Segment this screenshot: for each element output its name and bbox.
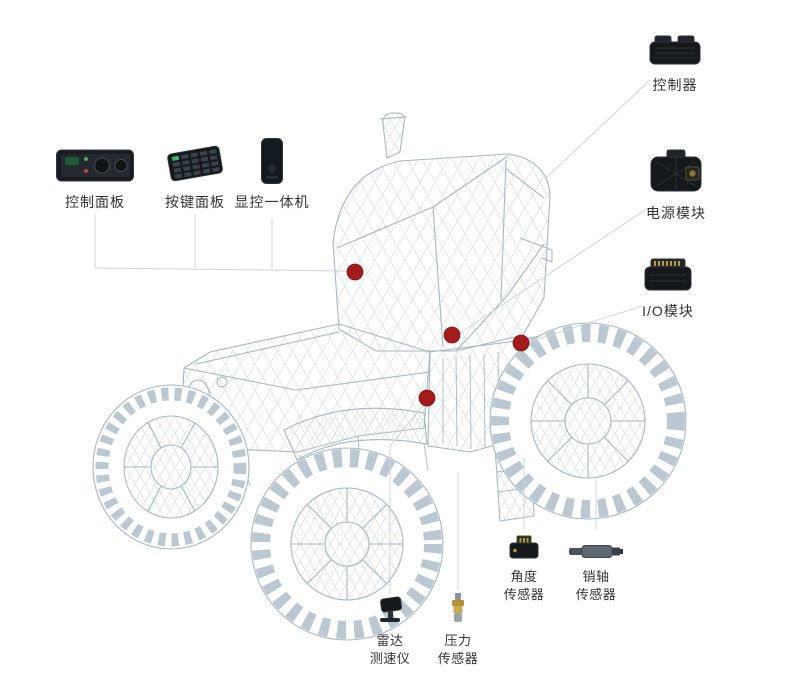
hotspot-front-body: [443, 326, 461, 344]
leader-line-power-module: [459, 207, 649, 334]
controller-module-icon: [649, 35, 701, 65]
component-label-pin-sensor: 销轴 传感器: [575, 569, 617, 602]
leader-line-io-module: [528, 305, 643, 343]
keypad-panel-icon: [167, 145, 223, 182]
exhaust-stack: [382, 112, 405, 159]
component-io-module: I/O模块: [623, 250, 713, 320]
tractor-wheels: [92, 322, 687, 641]
component-label-radar-speedometer: 雷达 测速仪: [369, 633, 411, 666]
hotspot-lower-body: [418, 389, 436, 407]
display-unit-icon: [261, 138, 283, 184]
front-left-wheel: [92, 384, 250, 550]
component-label-pressure-sensor: 压力 传感器: [437, 633, 479, 666]
component-label-keypad-panel: 按键面板: [165, 194, 225, 210]
component-keypad-panel: 按键面板: [150, 139, 240, 211]
leader-line-control-panel: [94, 214, 348, 272]
component-label-io-module: I/O模块: [642, 303, 694, 319]
pin-shaft-sensor-icon: [569, 545, 623, 558]
rear-right-wheel: [489, 322, 687, 520]
component-controller: 控制器: [630, 28, 720, 94]
hotspot-markers: [346, 263, 530, 407]
component-label-display-unit: 显控一体机: [234, 194, 310, 210]
leader-lines: [94, 79, 651, 594]
mirror: [519, 237, 553, 263]
component-display-unit: 显控一体机: [230, 134, 314, 211]
component-power-module: 电源模块: [631, 140, 721, 222]
io-module-icon: [644, 258, 692, 291]
leader-line-radar: [389, 403, 425, 594]
component-angle-sensor: 角度 传感器: [494, 532, 554, 603]
component-control-panel: 控制面板: [50, 141, 140, 211]
hotspot-cab: [346, 263, 364, 281]
power-module-icon: [650, 149, 702, 192]
pressure-sensor-icon: [452, 593, 464, 622]
headlight: [216, 376, 228, 388]
component-label-control-panel: 控制面板: [65, 194, 125, 210]
rear-left-wheel: [250, 447, 444, 641]
radar-speedometer-icon: [380, 596, 402, 622]
component-pin-sensor: 销轴 传感器: [566, 532, 626, 603]
control-panel-icon: [56, 149, 134, 182]
hotspot-side-body: [512, 334, 530, 352]
component-label-power-module: 电源模块: [646, 205, 706, 221]
component-pressure-sensor: 压力 传感器: [428, 592, 488, 667]
cab: [332, 153, 551, 352]
component-label-angle-sensor: 角度 传感器: [503, 569, 545, 602]
angle-sensor-icon: [509, 535, 539, 559]
front-fender: [283, 407, 428, 461]
tractor-wireframe-body: [180, 112, 655, 522]
component-radar-speedometer: 雷达 测速仪: [360, 596, 420, 667]
leader-line-controller: [545, 79, 651, 179]
component-label-controller: 控制器: [652, 77, 698, 93]
